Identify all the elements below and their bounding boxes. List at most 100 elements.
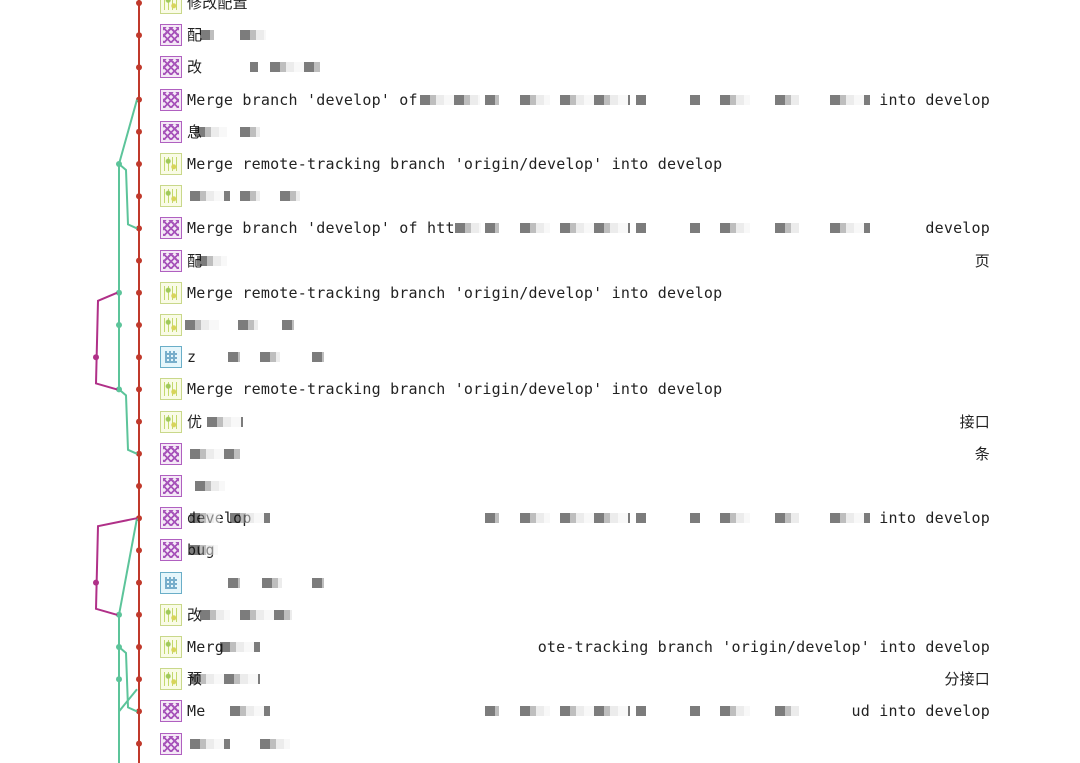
commit-row[interactable]: bug [160, 538, 1080, 562]
purple-avatar-icon [160, 24, 182, 47]
redacted-block [228, 577, 240, 588]
redacted-block [455, 223, 481, 234]
side-commit-dot [93, 579, 99, 586]
redacted-block [830, 513, 870, 524]
side-branch-line [94, 517, 138, 616]
commit-dot [136, 644, 142, 650]
commit-message: 修改配置 [187, 0, 248, 12]
commit-message-tail: develop [925, 219, 990, 238]
green-avatar-icon [160, 378, 182, 401]
commit-row[interactable] [160, 732, 1080, 756]
purple-avatar-icon [160, 475, 182, 497]
commit-row[interactable] [160, 474, 1080, 498]
redacted-block [262, 577, 282, 588]
commit-dot [136, 483, 142, 489]
commit-row[interactable]: 优 接口 [160, 410, 1080, 434]
commit-dot [136, 161, 142, 167]
purple-avatar-icon [160, 120, 182, 143]
commit-row[interactable] [160, 184, 1080, 208]
feature-commit-dot [116, 386, 122, 393]
feature-commit-dot [116, 322, 122, 328]
commit-dot [136, 676, 142, 683]
redacted-block [485, 223, 499, 234]
redacted-block [690, 223, 700, 234]
redacted-block [190, 545, 218, 556]
green-avatar-icon [160, 410, 182, 433]
redacted-block [240, 609, 292, 620]
commit-dot [136, 386, 142, 393]
commit-row[interactable]: 修改配置 [160, 0, 1080, 15]
commit-row[interactable]: developinto develop [160, 506, 1080, 530]
commit-row[interactable]: 配页 [160, 249, 1080, 273]
redacted-block [560, 94, 630, 105]
purple-avatar-icon [160, 217, 182, 240]
redacted-block [270, 62, 320, 73]
redacted-block [636, 94, 646, 105]
commit-message-tail: 页 [974, 251, 990, 270]
redacted-block [200, 609, 230, 620]
redacted-block [230, 513, 270, 524]
redacted-block [775, 513, 799, 524]
redacted-block [720, 513, 750, 524]
commit-message-tail: 条 [974, 444, 990, 463]
green-avatar-icon [160, 153, 182, 175]
commit-dot [136, 64, 142, 71]
feature-commit-dot [116, 611, 122, 618]
redacted-block [690, 94, 700, 105]
commit-message: 配 [187, 26, 203, 45]
commit-row[interactable]: 息 [160, 120, 1080, 144]
feature-branch-line [118, 646, 138, 713]
redacted-block [520, 223, 550, 234]
redacted-block [190, 738, 230, 749]
commit-row[interactable]: Merge remote-tracking branch 'origin/dev… [160, 377, 1080, 401]
commit-dot [136, 579, 142, 586]
commit-dot [136, 450, 142, 457]
commit-row[interactable] [160, 571, 1080, 595]
feature-commit-dot [116, 289, 122, 296]
redacted-block [260, 738, 290, 749]
commit-row[interactable]: Merge remote-tracking branch 'origin/dev… [160, 281, 1080, 305]
commit-message-tail: 接口 [959, 412, 990, 431]
redacted-block [520, 513, 550, 524]
commit-dot [136, 547, 142, 554]
blue-avatar-icon [160, 346, 182, 369]
redacted-block [190, 191, 230, 202]
commit-row[interactable]: Merge remote-tracking branch 'origin/dev… [160, 152, 1080, 176]
redacted-block [560, 513, 630, 524]
redacted-block [240, 30, 266, 41]
commit-row[interactable] [160, 313, 1080, 337]
redacted-block [207, 416, 243, 427]
redacted-block [520, 94, 550, 105]
redacted-block [720, 94, 750, 105]
redacted-block [238, 320, 258, 330]
redacted-block [560, 706, 630, 717]
commit-row[interactable]: 改 [160, 603, 1080, 627]
commit-row[interactable]: 预分接口 [160, 667, 1080, 691]
commit-message: 优 [187, 412, 203, 431]
commit-dot [136, 418, 142, 425]
redacted-block [190, 513, 220, 524]
redacted-block [636, 223, 646, 234]
commit-row[interactable]: 改 [160, 55, 1080, 79]
green-avatar-icon [160, 636, 182, 658]
purple-avatar-icon [160, 732, 182, 755]
commit-dot [136, 740, 142, 747]
redacted-block [185, 320, 219, 330]
commit-dot [136, 193, 142, 200]
redacted-block [312, 577, 324, 588]
commit-dot [136, 289, 142, 296]
green-avatar-icon [160, 185, 182, 208]
blue-avatar-icon [160, 571, 182, 594]
redacted-block [720, 706, 750, 717]
commit-message-tail: ud into develop [851, 702, 990, 721]
redacted-block [220, 642, 260, 652]
commit-row[interactable]: 条 [160, 442, 1080, 466]
feature-branch-line [118, 518, 138, 615]
commit-row[interactable]: z [160, 345, 1080, 369]
commit-row[interactable]: 配 [160, 23, 1080, 47]
redacted-block [775, 223, 799, 234]
